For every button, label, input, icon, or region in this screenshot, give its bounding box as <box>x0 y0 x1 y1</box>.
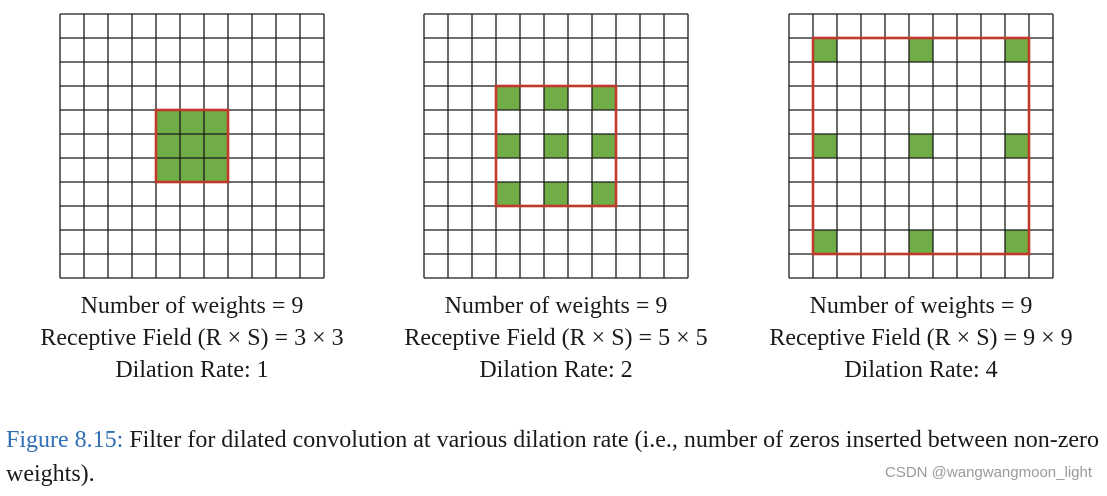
receptive-field-label: Receptive Field (R × S) = 5 × 5 <box>404 325 708 351</box>
weight-cell <box>544 134 568 158</box>
weight-cell <box>180 134 204 158</box>
receptive-field-border <box>811 36 1031 256</box>
weight-cell <box>592 86 616 110</box>
weight-cell <box>813 38 837 62</box>
receptive-field-label: Receptive Field (R × S) = 3 × 3 <box>40 325 344 351</box>
panel-caption-rate-4: Number of weights = 9 Receptive Field (R… <box>741 290 1101 386</box>
weight-cell <box>1005 38 1029 62</box>
panel-caption-rate-2: Number of weights = 9 Receptive Field (R… <box>376 290 736 386</box>
weight-cell <box>813 230 837 254</box>
weight-cell <box>909 134 933 158</box>
dilation-grid-rate-1 <box>59 13 325 279</box>
weight-cells <box>813 38 1029 254</box>
weight-cell <box>156 134 180 158</box>
weight-cells <box>156 110 228 182</box>
dilation-rate-label: Dilation Rate: 4 <box>844 357 998 383</box>
watermark: CSDN @wangwangmoon_light <box>885 464 1092 481</box>
weight-cell <box>204 134 228 158</box>
weight-cell <box>180 110 204 134</box>
weight-cell <box>592 182 616 206</box>
receptive-field-border <box>494 84 618 208</box>
weight-cell <box>909 230 933 254</box>
dilation-rate-label: Dilation Rate: 1 <box>115 357 269 383</box>
weight-cell <box>156 158 180 182</box>
figure-caption: Figure 8.15: Filter for dilated convolut… <box>6 423 1106 491</box>
weight-cell <box>496 182 520 206</box>
panel-caption-rate-1: Number of weights = 9 Receptive Field (R… <box>12 290 372 386</box>
weight-cell <box>813 134 837 158</box>
weight-cell <box>592 134 616 158</box>
weights-count-label: Number of weights = 9 <box>80 293 304 319</box>
weights-count-label: Number of weights = 9 <box>444 293 668 319</box>
weights-count-label: Number of weights = 9 <box>809 293 1033 319</box>
weight-cell <box>156 110 180 134</box>
receptive-field-border <box>154 108 230 184</box>
receptive-field-label: Receptive Field (R × S) = 9 × 9 <box>769 325 1073 351</box>
weight-cell <box>496 86 520 110</box>
weight-cell <box>1005 134 1029 158</box>
weight-cell <box>1005 230 1029 254</box>
weight-cell <box>204 110 228 134</box>
weight-cell <box>180 158 204 182</box>
dilation-rate-label: Dilation Rate: 2 <box>479 357 633 383</box>
figure-label: Figure 8.15: <box>6 427 124 453</box>
weight-cell <box>544 182 568 206</box>
weight-cell <box>544 86 568 110</box>
weight-cell <box>909 38 933 62</box>
weight-cell <box>204 158 228 182</box>
grid-lines <box>423 13 689 279</box>
figure-caption-text: Filter for dilated convolution at variou… <box>6 427 1100 487</box>
dilation-grid-rate-2 <box>423 13 689 279</box>
grid-lines <box>59 13 325 279</box>
dilation-grid-rate-4 <box>788 13 1054 279</box>
weight-cells <box>496 86 616 206</box>
weight-cell <box>496 134 520 158</box>
